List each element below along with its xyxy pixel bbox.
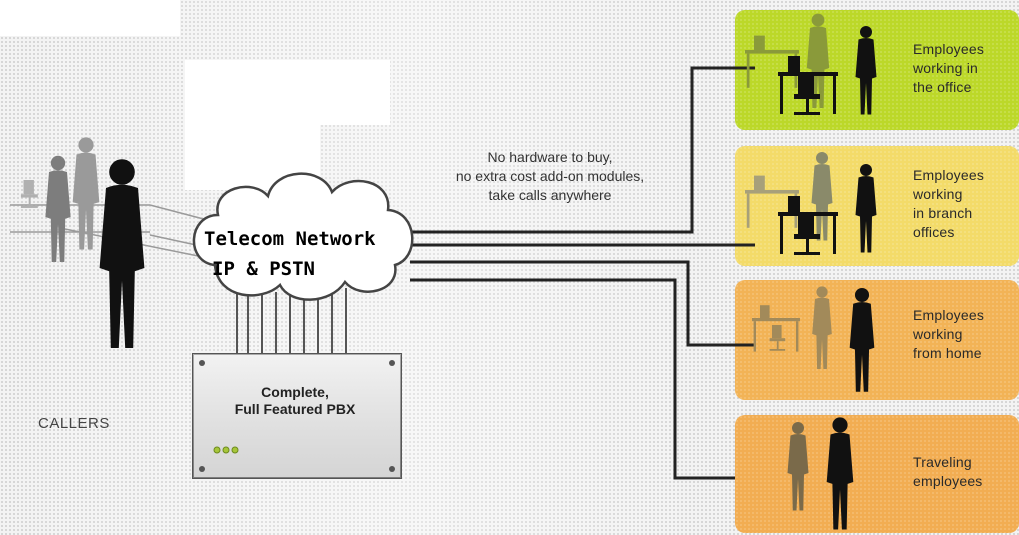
traveling-workers-icon [787,417,854,530]
cloud [192,172,414,301]
pbx-box [192,353,402,479]
pbx-indicator [222,446,230,454]
panel-home-label: Employees working from home [913,307,985,361]
panel-traveling: Traveling employees [735,415,1019,533]
cloud-subtitle: IP & PSTN [212,258,315,280]
panel-traveling-label: Traveling employees [913,454,983,489]
panel-home: Employees working from home [735,280,1019,400]
pbx-label: Complete, Full Featured PBX [234,384,356,417]
callers-group [20,137,145,348]
panel-branch-label: Employees working in branch offices [913,167,985,240]
cloud-title: Telecom Network [204,228,376,250]
office-workers-icon [745,13,877,115]
tagline-text: No hardware to buy, no extra cost add-on… [455,149,645,203]
pbx-indicator [231,446,239,454]
white-patch [0,0,180,36]
pbx-trunk-lines [236,285,347,355]
white-patch [185,60,320,190]
employee-connectors [410,66,755,480]
home-workers-icon [752,286,875,392]
pbx-indicator [213,446,221,454]
panel-office-label: Employees working in the office [913,41,985,95]
callers-label: CALLERS [38,415,110,432]
white-patch [320,60,390,125]
branch-workers-icon [745,152,877,255]
